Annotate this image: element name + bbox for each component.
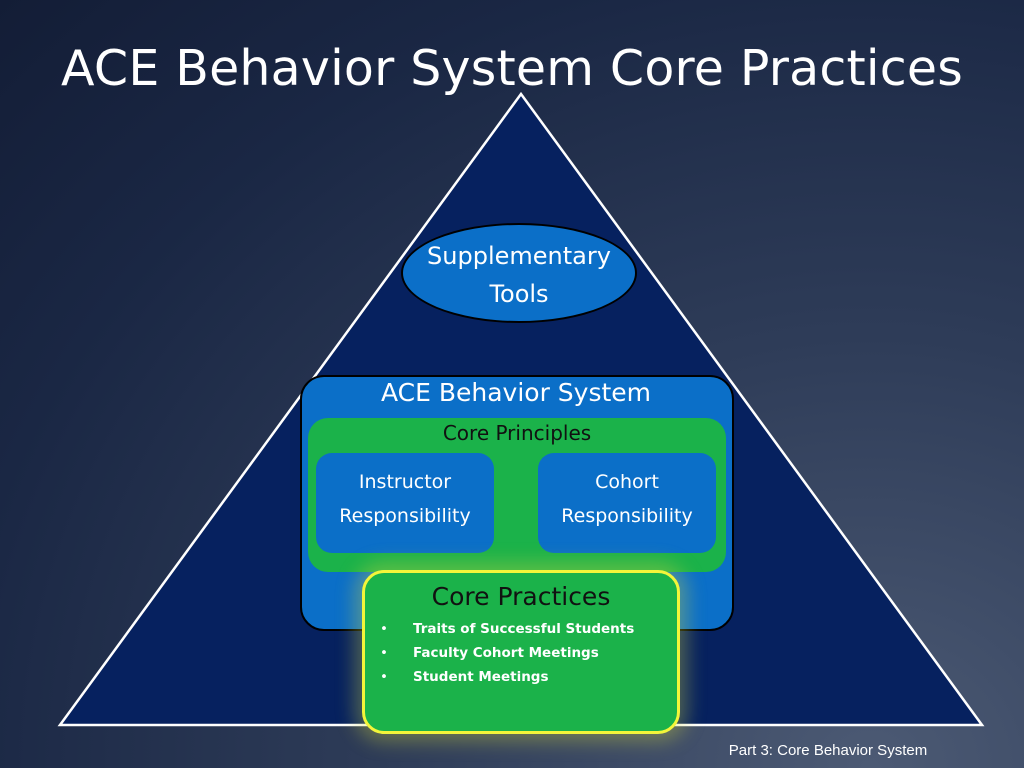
instructor-responsibility-box: Instructor Responsibility xyxy=(316,453,494,553)
list-item: • Student Meetings xyxy=(378,665,634,689)
cohort-responsibility-line-1: Cohort xyxy=(595,471,659,493)
slide-title: ACE Behavior System Core Practices xyxy=(61,40,963,97)
supplementary-tools-ellipse: Supplementary Tools xyxy=(401,223,637,323)
list-item: • Traits of Successful Students xyxy=(378,617,634,641)
bullet-icon: • xyxy=(380,621,388,637)
core-practices-list: • Traits of Successful Students • Facult… xyxy=(378,617,634,689)
ace-behavior-system-title: ACE Behavior System xyxy=(380,378,652,407)
bullet-icon: • xyxy=(380,669,388,685)
list-item-label: Student Meetings xyxy=(413,669,549,685)
core-practices-title: Core Practices xyxy=(431,582,611,611)
bullet-icon: • xyxy=(380,645,388,661)
instructor-responsibility-line-1: Instructor xyxy=(358,471,452,493)
slide-footer: Part 3: Core Behavior System xyxy=(728,742,928,759)
supplementary-tools-line-2: Tools xyxy=(489,280,549,308)
list-item: • Faculty Cohort Meetings xyxy=(378,641,634,665)
core-principles-title: Core Principles xyxy=(442,421,592,445)
supplementary-tools-line-1: Supplementary xyxy=(427,242,611,270)
cohort-responsibility-box: Cohort Responsibility xyxy=(538,453,716,553)
list-item-label: Traits of Successful Students xyxy=(413,621,635,637)
instructor-responsibility-line-2: Responsibility xyxy=(339,505,471,527)
list-item-label: Faculty Cohort Meetings xyxy=(413,645,599,661)
core-practices-box xyxy=(362,570,680,734)
cohort-responsibility-line-2: Responsibility xyxy=(561,505,693,527)
